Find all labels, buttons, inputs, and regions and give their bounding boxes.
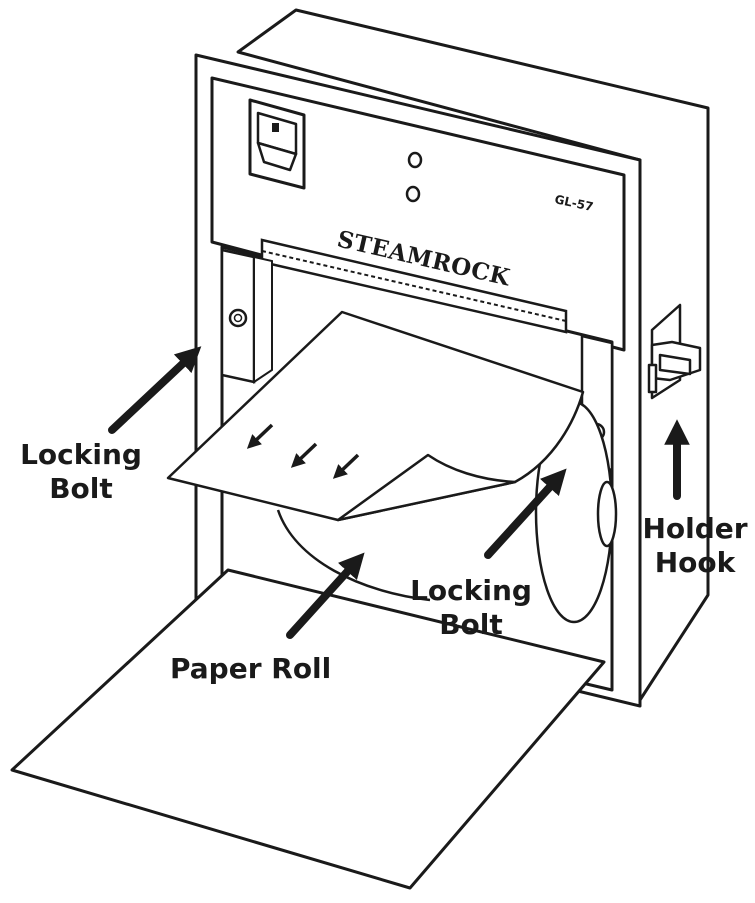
label-locking-bolt-right-line2: Bolt xyxy=(439,608,503,641)
label-locking-bolt-right-line1: Locking xyxy=(410,574,532,607)
label-locking-bolt-right: Locking Bolt xyxy=(402,574,540,642)
paper-outlet xyxy=(260,238,568,334)
callout-arrows xyxy=(108,346,690,639)
power-switch-icon xyxy=(248,98,306,190)
arrow-locking-bolt-right xyxy=(484,468,567,559)
label-locking-bolt-left-line2: Bolt xyxy=(49,472,113,505)
paper-direction-arrows xyxy=(246,423,360,479)
label-holder-hook-line1: Holder xyxy=(642,512,748,545)
holder-hook xyxy=(647,303,702,400)
label-paper-roll: Paper Roll xyxy=(170,652,332,685)
locking-bolt-left-screw xyxy=(228,308,248,328)
front-cover xyxy=(10,568,606,890)
arrow-paper-roll xyxy=(286,552,365,639)
label-locking-bolt-left: Locking Bolt xyxy=(12,438,150,506)
front-panel xyxy=(210,76,626,352)
arrow-locking-bolt-left xyxy=(108,346,202,434)
label-holder-hook: Holder Hook xyxy=(636,512,754,580)
indicator-leds xyxy=(405,151,423,203)
label-locking-bolt-left-line1: Locking xyxy=(20,438,142,471)
label-holder-hook-line2: Hook xyxy=(654,546,736,579)
paper-sheet xyxy=(166,310,585,522)
